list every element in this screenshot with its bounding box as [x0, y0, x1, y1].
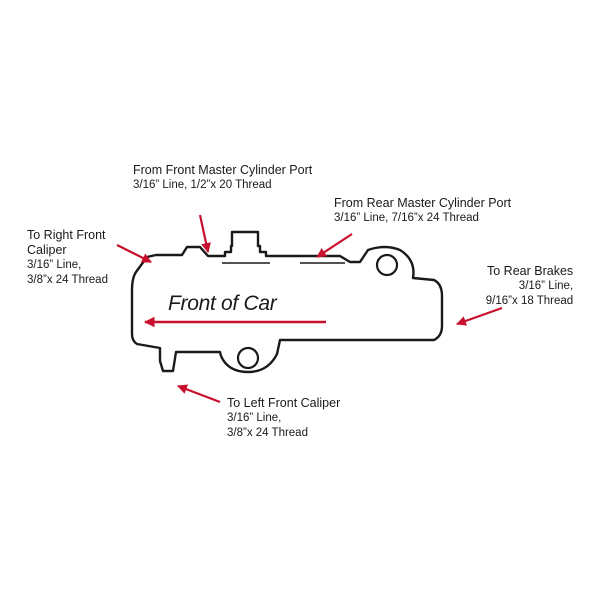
right-front-spec-line1: 3/16” Line, — [27, 259, 82, 271]
left-front-spec-line1: 3/16” Line, — [227, 412, 282, 424]
rear-brakes-callout: To Rear Brakes 3/16” Line, 9/16”x 18 Thr… — [486, 264, 574, 309]
rear-master-arrow — [316, 233, 353, 258]
rear-brakes-arrow — [456, 306, 503, 326]
front-master-title: From Front Master Cylinder Port — [133, 163, 313, 177]
left-front-callout: To Left Front Caliper 3/16” Line, 3/8”x … — [227, 396, 340, 441]
rear-brakes-spec-line1: 3/16” Line, — [518, 280, 574, 292]
front-of-car-label: Front of Car — [168, 292, 277, 315]
right-front-title-line2: Caliper — [27, 243, 67, 257]
front-master-spec: 3/16” Line, 1/2”x 20 Thread — [133, 179, 272, 191]
right-front-spec-line2: 3/8”x 24 Thread — [27, 274, 108, 286]
rear-master-spec: 3/16” Line, 7/16”x 24 Thread — [334, 212, 479, 224]
valve-body-outline — [130, 230, 444, 374]
rear-master-callout: From Rear Master Cylinder Port 3/16” Lin… — [334, 196, 511, 226]
right-front-title-line1: To Right Front — [27, 228, 106, 242]
right-front-arrow — [116, 244, 152, 263]
rear-brakes-spec-line2: 9/16”x 18 Thread — [485, 295, 574, 307]
rear-mounting-hole — [375, 253, 399, 277]
bottom-mounting-hole — [236, 346, 260, 370]
left-front-spec-line2: 3/8”x 24 Thread — [227, 427, 308, 439]
rear-master-title: From Rear Master Cylinder Port — [334, 196, 512, 210]
left-front-title: To Left Front Caliper — [227, 396, 341, 410]
right-front-callout: To Right Front Caliper 3/16” Line, 3/8”x… — [27, 228, 108, 288]
rear-brakes-title: To Rear Brakes — [487, 264, 574, 278]
left-front-arrow — [177, 384, 221, 404]
front-master-callout: From Front Master Cylinder Port 3/16” Li… — [133, 163, 312, 193]
front-master-arrow — [198, 214, 211, 253]
